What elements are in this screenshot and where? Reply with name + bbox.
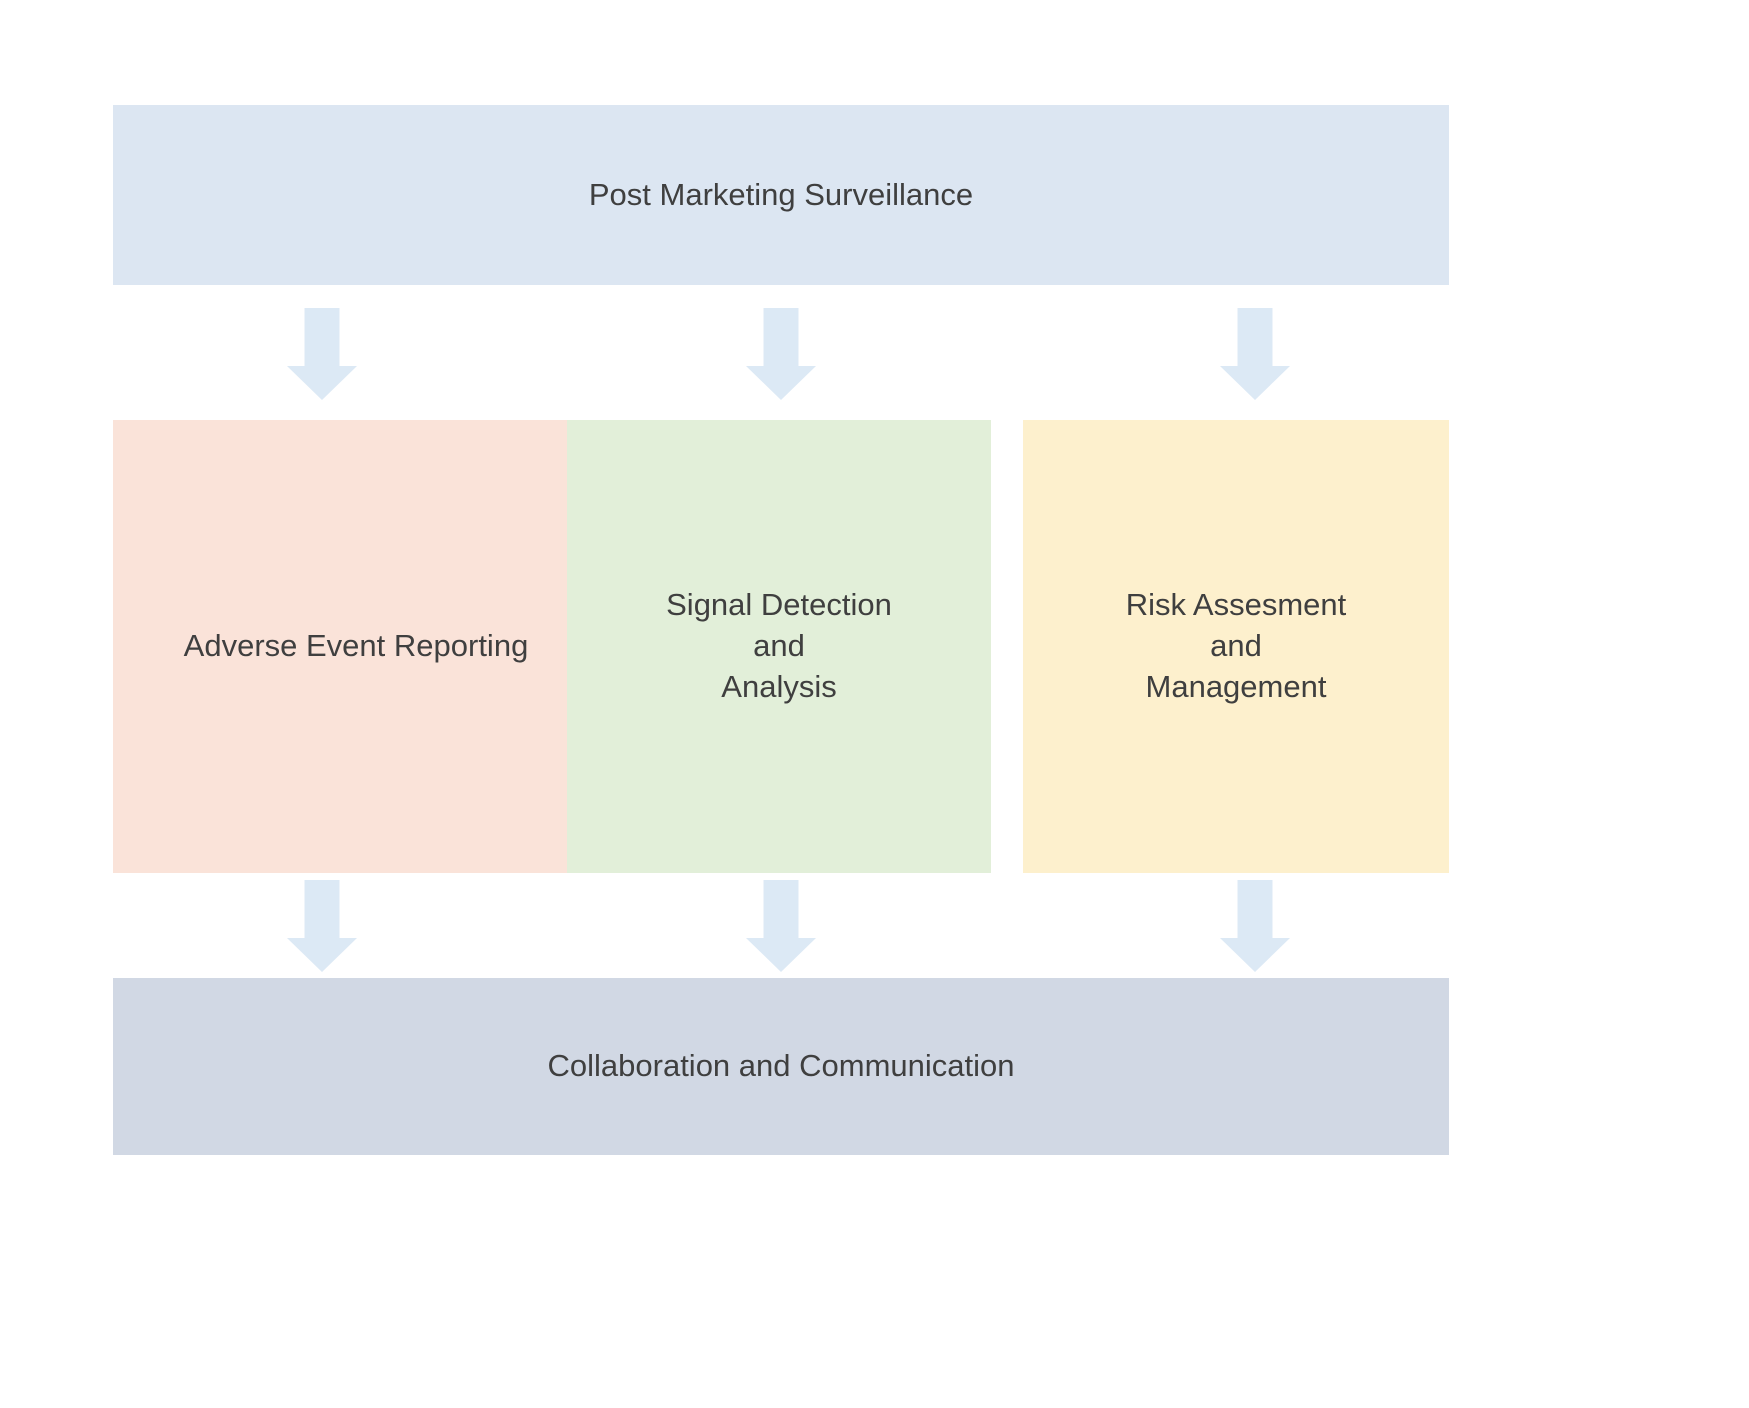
down-arrow-icon bbox=[287, 880, 357, 972]
node-label: Risk Assesment and Management bbox=[1125, 587, 1347, 704]
node-label: Adverse Event Reporting bbox=[183, 628, 529, 664]
down-arrow-icon bbox=[1220, 880, 1290, 972]
node-label: Collaboration and Communication bbox=[547, 1048, 1015, 1084]
down-arrow-icon bbox=[746, 308, 816, 400]
down-arrow-icon bbox=[287, 308, 357, 400]
node-collaboration-and-communication[interactable]: Collaboration and Communication bbox=[113, 978, 1449, 1155]
down-arrow-icon bbox=[1220, 308, 1290, 400]
node-post-marketing-surveillance[interactable]: Post Marketing Surveillance bbox=[113, 105, 1449, 285]
node-risk-assesment-and-management[interactable]: Risk Assesment and Management bbox=[1023, 420, 1449, 873]
node-label: Post Marketing Surveillance bbox=[588, 176, 974, 212]
node-label: Signal Detection and Analysis bbox=[666, 587, 892, 704]
node-signal-detection-and-analysis[interactable]: Signal Detection and Analysis bbox=[567, 420, 991, 873]
down-arrow-icon bbox=[746, 880, 816, 972]
node-adverse-event-reporting[interactable]: Adverse Event Reporting bbox=[113, 420, 599, 873]
